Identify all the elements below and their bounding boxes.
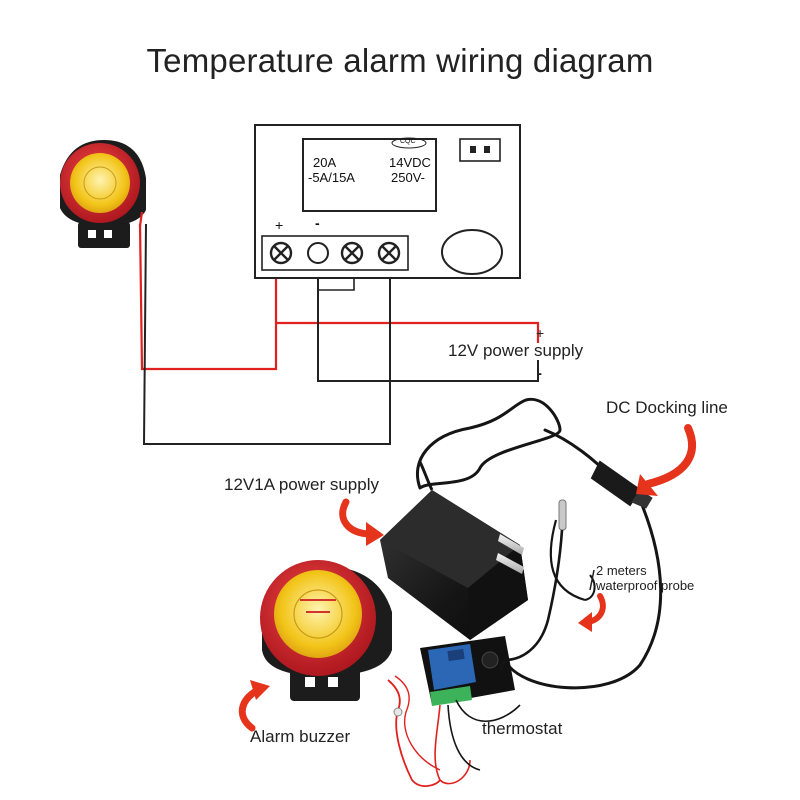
diagram-title: Temperature alarm wiring diagram xyxy=(146,42,654,79)
terminal-plus-label: + xyxy=(275,217,284,233)
rating-right-2: 250V- xyxy=(391,170,425,185)
relay-connector xyxy=(459,138,501,162)
curved-arrow-icon-adapter xyxy=(339,498,384,546)
cqc-label: CQC xyxy=(400,138,416,145)
adapter-pin-1 xyxy=(498,534,524,555)
negative-wire-supply xyxy=(317,268,539,382)
negative-wire-buzzer xyxy=(142,223,391,445)
cqc-mark xyxy=(391,137,427,149)
curved-arrow-icon-dock xyxy=(636,424,696,496)
dc-docking-cable xyxy=(415,397,663,690)
relay-box xyxy=(254,124,521,279)
relay-rating-panel xyxy=(302,138,437,212)
dc-barrel-connector xyxy=(590,460,642,507)
adapter-pin-2 xyxy=(496,553,524,574)
thermostat-label: thermostat xyxy=(482,719,563,738)
curved-arrow-icon-buzzer xyxy=(238,680,270,732)
temperature-probe-icon xyxy=(504,499,596,662)
terminal-2 xyxy=(307,242,329,264)
probe-pointer-line xyxy=(589,569,595,591)
positive-wire-buzzer xyxy=(138,223,278,371)
supply-minus-label: - xyxy=(537,365,542,382)
terminal-minus-label: - xyxy=(315,215,320,231)
curved-arrow-icon-probe xyxy=(578,593,606,632)
rating-left-1: 20A xyxy=(313,155,337,170)
alarm-buzzer-label: Alarm buzzer xyxy=(250,727,351,746)
thermostat-terminal-strip xyxy=(430,686,472,706)
supply-plus-label: + xyxy=(536,325,545,341)
buzzer-icon-top xyxy=(60,140,146,248)
terminal-screw-3 xyxy=(340,241,364,265)
display-window xyxy=(441,229,503,275)
probe-length-label: 2 meters xyxy=(596,563,647,578)
rating-left-2: -5A/15A xyxy=(308,170,355,185)
buzzer-icon-bottom xyxy=(260,560,441,787)
power-supply-12v-label: 12V power supply xyxy=(448,341,584,360)
dc-docking-line-label: DC Docking line xyxy=(606,398,728,417)
rating-right-1: 14VDC xyxy=(389,155,431,170)
power-supply-12v1a-label: 12V1A power supply xyxy=(224,475,379,494)
power-adapter-icon xyxy=(380,461,528,640)
positive-wire-supply xyxy=(276,321,540,343)
schematic-wires xyxy=(138,223,540,445)
probe-type-label: waterproof probe xyxy=(596,578,695,593)
terminal-screw-4 xyxy=(377,241,401,265)
thermostat-board-icon xyxy=(420,636,521,785)
terminal-screw-1 xyxy=(269,241,293,265)
